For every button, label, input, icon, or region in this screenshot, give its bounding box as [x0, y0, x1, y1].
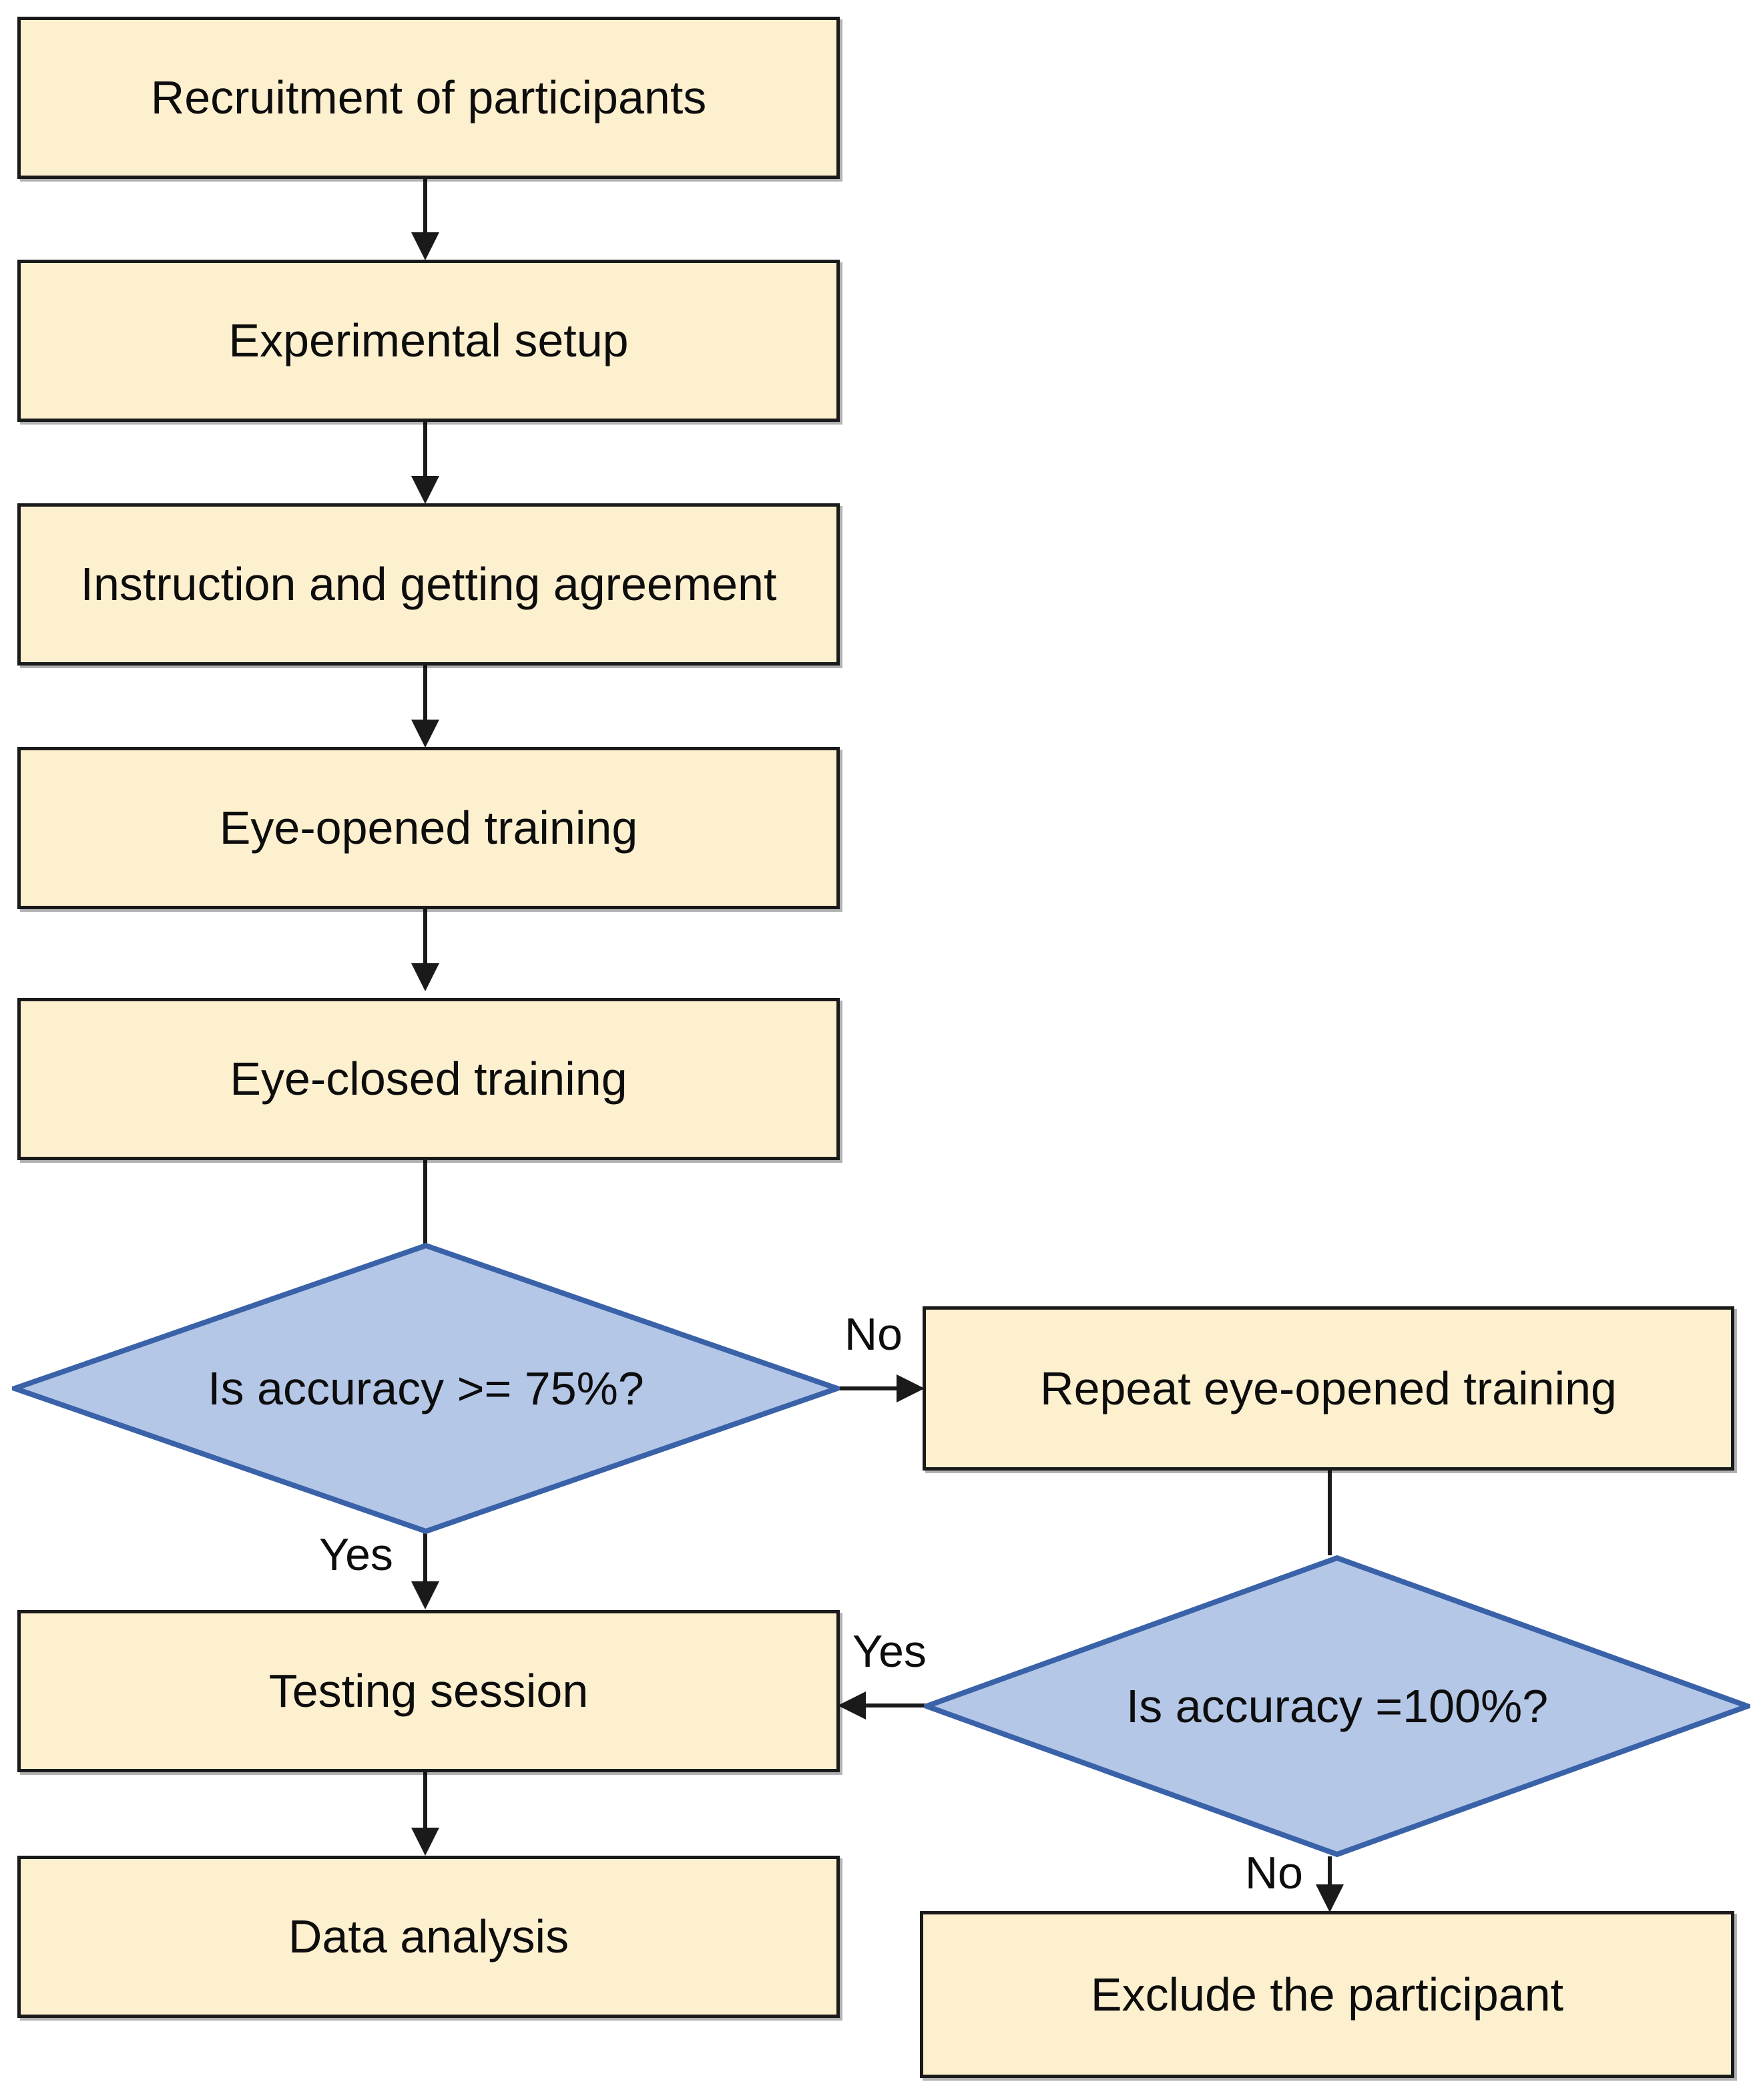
node-decision-accuracy-75[interactable]: Is accuracy >= 75%? — [12, 1243, 840, 1534]
node-recruitment-of-participants[interactable]: Recruitment of participants — [17, 17, 840, 179]
node-label: Experimental setup — [228, 314, 629, 366]
node-testing-session[interactable]: Testing session — [17, 1610, 840, 1772]
node-instruction-and-getting-agreement[interactable]: Instruction and getting agreement — [17, 503, 840, 666]
node-data-analysis[interactable]: Data analysis — [17, 1856, 840, 2018]
node-label: Is accuracy =100%? — [1125, 1679, 1549, 1732]
node-repeat-eye-opened-training[interactable]: Repeat eye-opened training — [923, 1306, 1734, 1471]
edge-label-accuracy100-yes: Yes — [852, 1626, 927, 1677]
node-experimental-setup[interactable]: Experimental setup — [17, 260, 840, 422]
edge-label-accuracy100-no: No — [1245, 1848, 1303, 1898]
diamond-shape-icon — [12, 1243, 840, 1534]
edge-label-accuracy75-yes: Yes — [319, 1529, 393, 1580]
diamond-shape-icon — [924, 1555, 1750, 1857]
node-label: Is accuracy >= 75%? — [208, 1362, 644, 1414]
node-label: Eye-closed training — [230, 1053, 628, 1105]
node-label: Testing session — [268, 1665, 589, 1717]
edge-label-accuracy75-no: No — [844, 1309, 903, 1360]
node-exclude-the-participant[interactable]: Exclude the participant — [920, 1911, 1734, 2078]
node-decision-accuracy-100[interactable]: Is accuracy =100%? — [924, 1555, 1750, 1857]
node-label: Eye-opened training — [219, 802, 638, 854]
node-label: Instruction and getting agreement — [80, 558, 777, 610]
node-label: Repeat eye-opened training — [1040, 1362, 1617, 1414]
node-label: Exclude the participant — [1090, 1968, 1564, 2021]
node-label: Data analysis — [288, 1910, 569, 1962]
node-label: Recruitment of participants — [150, 71, 707, 123]
node-eye-closed-training[interactable]: Eye-closed training — [17, 998, 840, 1160]
node-eye-opened-training[interactable]: Eye-opened training — [17, 747, 840, 909]
